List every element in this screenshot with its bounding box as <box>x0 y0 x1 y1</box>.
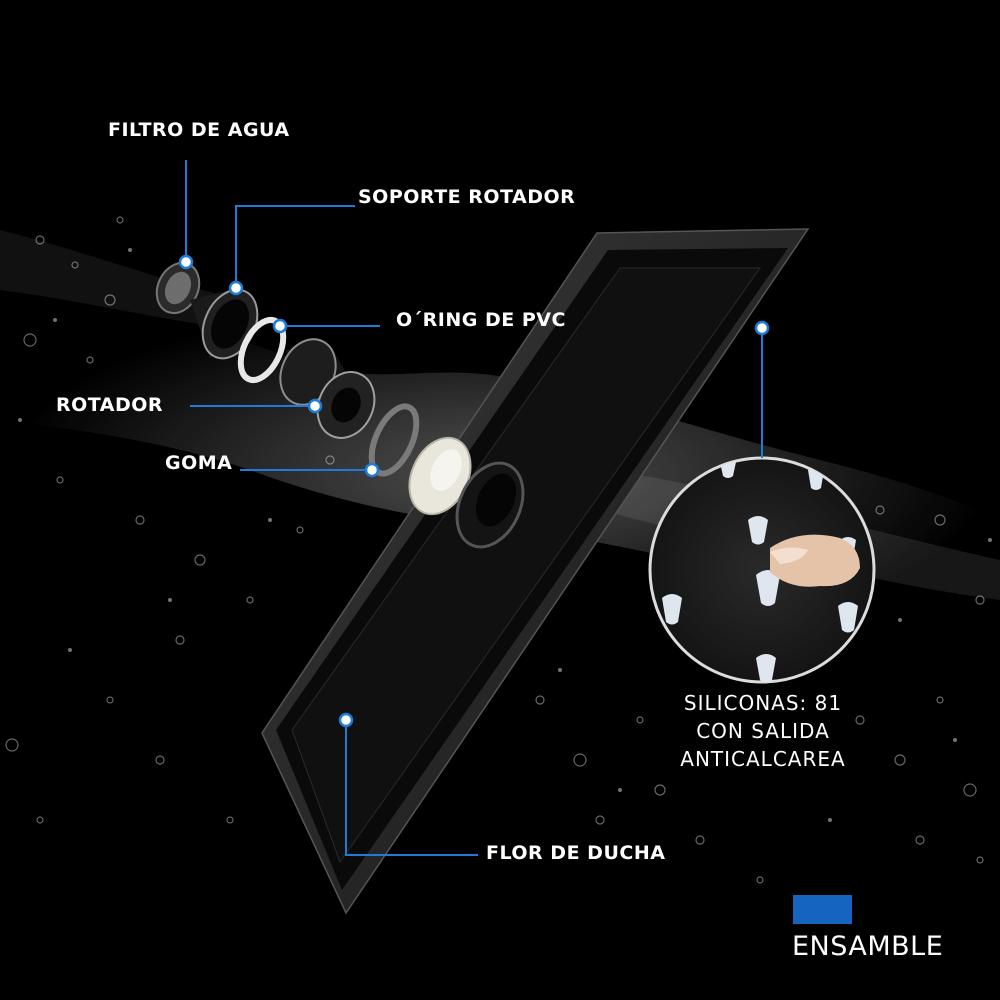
label-rotador: ROTADOR <box>56 394 164 416</box>
water-filter-part <box>155 261 201 315</box>
siliconas-line-1: SILICONAS: 81 <box>683 691 843 715</box>
legend-color-swatch <box>793 895 852 924</box>
siliconas-line-3: ANTICALCAREA <box>680 747 846 771</box>
siliconas-line-2: CON SALIDA <box>696 719 830 743</box>
leader-lines <box>185 160 763 856</box>
rotator-part <box>279 338 376 439</box>
rubber-gasket-part <box>368 403 420 477</box>
label-filtro-de-agua: FILTRO DE AGUA <box>108 119 290 141</box>
leader-dots <box>178 254 770 728</box>
label-siliconas: SILICONAS: 81 CON SALIDA ANTICALCAREA <box>668 689 858 773</box>
legend-label: ENSAMBLE <box>792 931 944 962</box>
label-oring-de-pvc: O´RING DE PVC <box>396 309 566 331</box>
silicone-nozzles-zoom <box>648 456 876 684</box>
label-goma: GOMA <box>165 452 233 474</box>
label-flor-de-ducha: FLOR DE DUCHA <box>486 842 666 864</box>
threaded-inlet-part <box>455 461 525 549</box>
label-soporte-rotador: SOPORTE ROTADOR <box>358 186 576 208</box>
shower-head-panel <box>261 228 810 915</box>
